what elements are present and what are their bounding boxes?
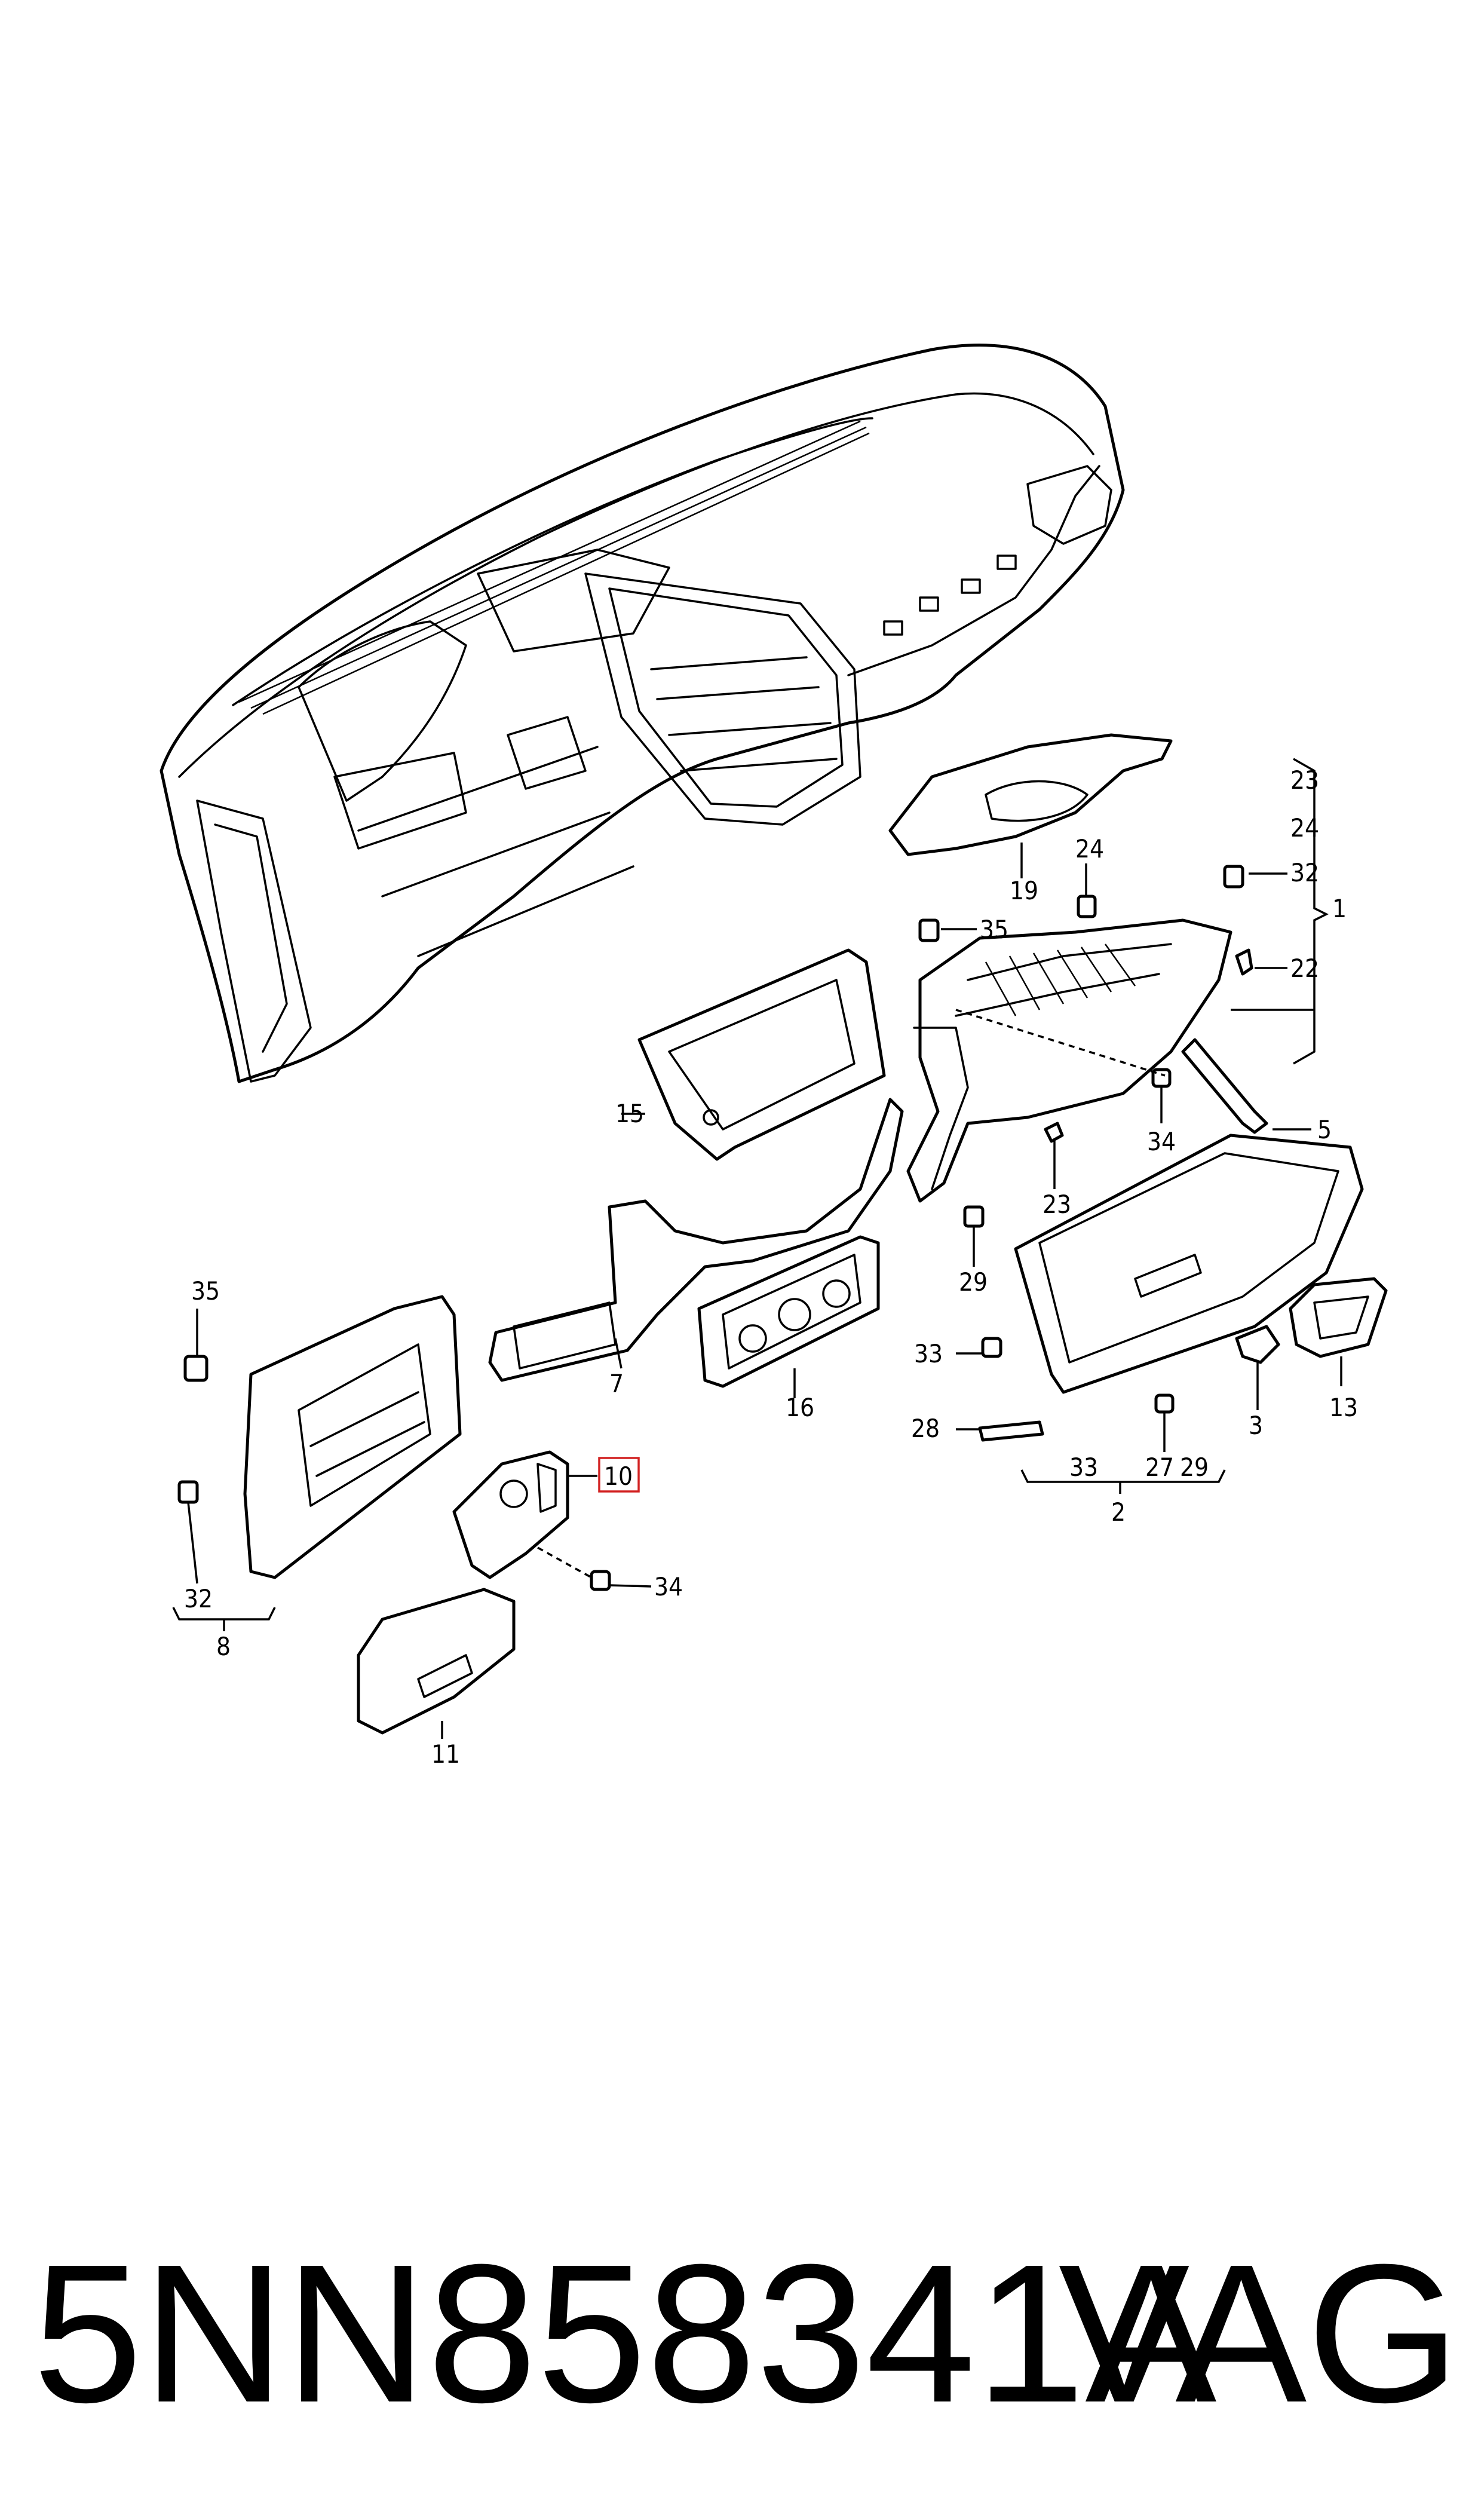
label-24b: 24 <box>1075 834 1104 863</box>
label-23: 23 <box>1290 765 1319 795</box>
part-2-glovebox-lid <box>1014 1134 1364 1494</box>
label-16: 16 <box>786 1393 814 1422</box>
clip-35-right <box>918 918 940 942</box>
highlight-box <box>598 1457 640 1493</box>
label-11: 11 <box>431 1739 460 1769</box>
clip-24 <box>1077 895 1097 918</box>
label-leaders <box>187 863 1311 1588</box>
label-2: 2 <box>1111 1497 1126 1527</box>
clip-32-right <box>1223 865 1244 889</box>
label-34b: 34 <box>1147 1127 1176 1156</box>
label-29b: 29 <box>1180 1453 1209 1482</box>
label-33b: 33 <box>1069 1453 1098 1482</box>
part-1-glovebox-housing <box>906 918 1232 1203</box>
part-10-bracket <box>452 1450 597 1579</box>
screw-34-right <box>1151 1068 1172 1088</box>
label-34a: 34 <box>654 1572 683 1601</box>
brand-caption: VAG <box>1058 2223 1460 2443</box>
label-7: 7 <box>609 1369 624 1398</box>
screw-34-left <box>590 1570 611 1591</box>
part-11-storage-tray <box>357 1588 516 1739</box>
clip-22 <box>1235 948 1253 976</box>
dashboard-panel <box>160 344 1125 1083</box>
clip-29 <box>963 1205 985 1228</box>
part-13-insert <box>1289 1277 1388 1386</box>
label-35b: 35 <box>980 915 1008 944</box>
part-7-lower-trim <box>488 1098 904 1382</box>
label-22: 22 <box>1290 954 1319 983</box>
clip-35-left <box>183 1355 209 1382</box>
part-15-radio-frame <box>621 948 886 1161</box>
label-32b: 32 <box>184 1584 213 1613</box>
label-13: 13 <box>1329 1393 1358 1422</box>
label-1: 1 <box>1332 894 1347 923</box>
rod-28 <box>978 1420 1044 1442</box>
label-19: 19 <box>1010 876 1038 905</box>
label-15: 15 <box>615 1099 644 1128</box>
label-10: 10 <box>604 1462 633 1491</box>
label-35a: 35 <box>191 1276 220 1306</box>
label-32: 32 <box>1290 858 1319 887</box>
label-3: 3 <box>1249 1411 1263 1440</box>
clip-23 <box>1044 1122 1064 1143</box>
label-33a: 33 <box>914 1339 943 1368</box>
part-16-climate-panel <box>697 1235 880 1398</box>
label-27: 27 <box>1145 1453 1174 1482</box>
fasteners <box>177 865 1280 1591</box>
label-5: 5 <box>1317 1115 1332 1144</box>
clip-32-left <box>177 1480 199 1504</box>
part-number-caption: 5NN858341A <box>33 2223 1217 2443</box>
label-8: 8 <box>216 1632 231 1661</box>
rod-5 <box>1181 1038 1268 1134</box>
callout-labels: 23 24 32 1 22 19 24 35 15 34 5 23 29 35 … <box>184 765 1358 1769</box>
screw-33 <box>981 1337 1002 1358</box>
latch-3 <box>1235 1325 1280 1364</box>
label-23b: 23 <box>1043 1190 1071 1219</box>
label-28: 28 <box>911 1414 940 1443</box>
clip-27 <box>1154 1393 1175 1414</box>
label-29a: 29 <box>959 1267 988 1297</box>
group-bracket-1 <box>1293 758 1329 1065</box>
part-19-cover <box>888 733 1173 878</box>
label-24: 24 <box>1290 813 1319 843</box>
part-8-side-panel <box>172 1295 462 1631</box>
